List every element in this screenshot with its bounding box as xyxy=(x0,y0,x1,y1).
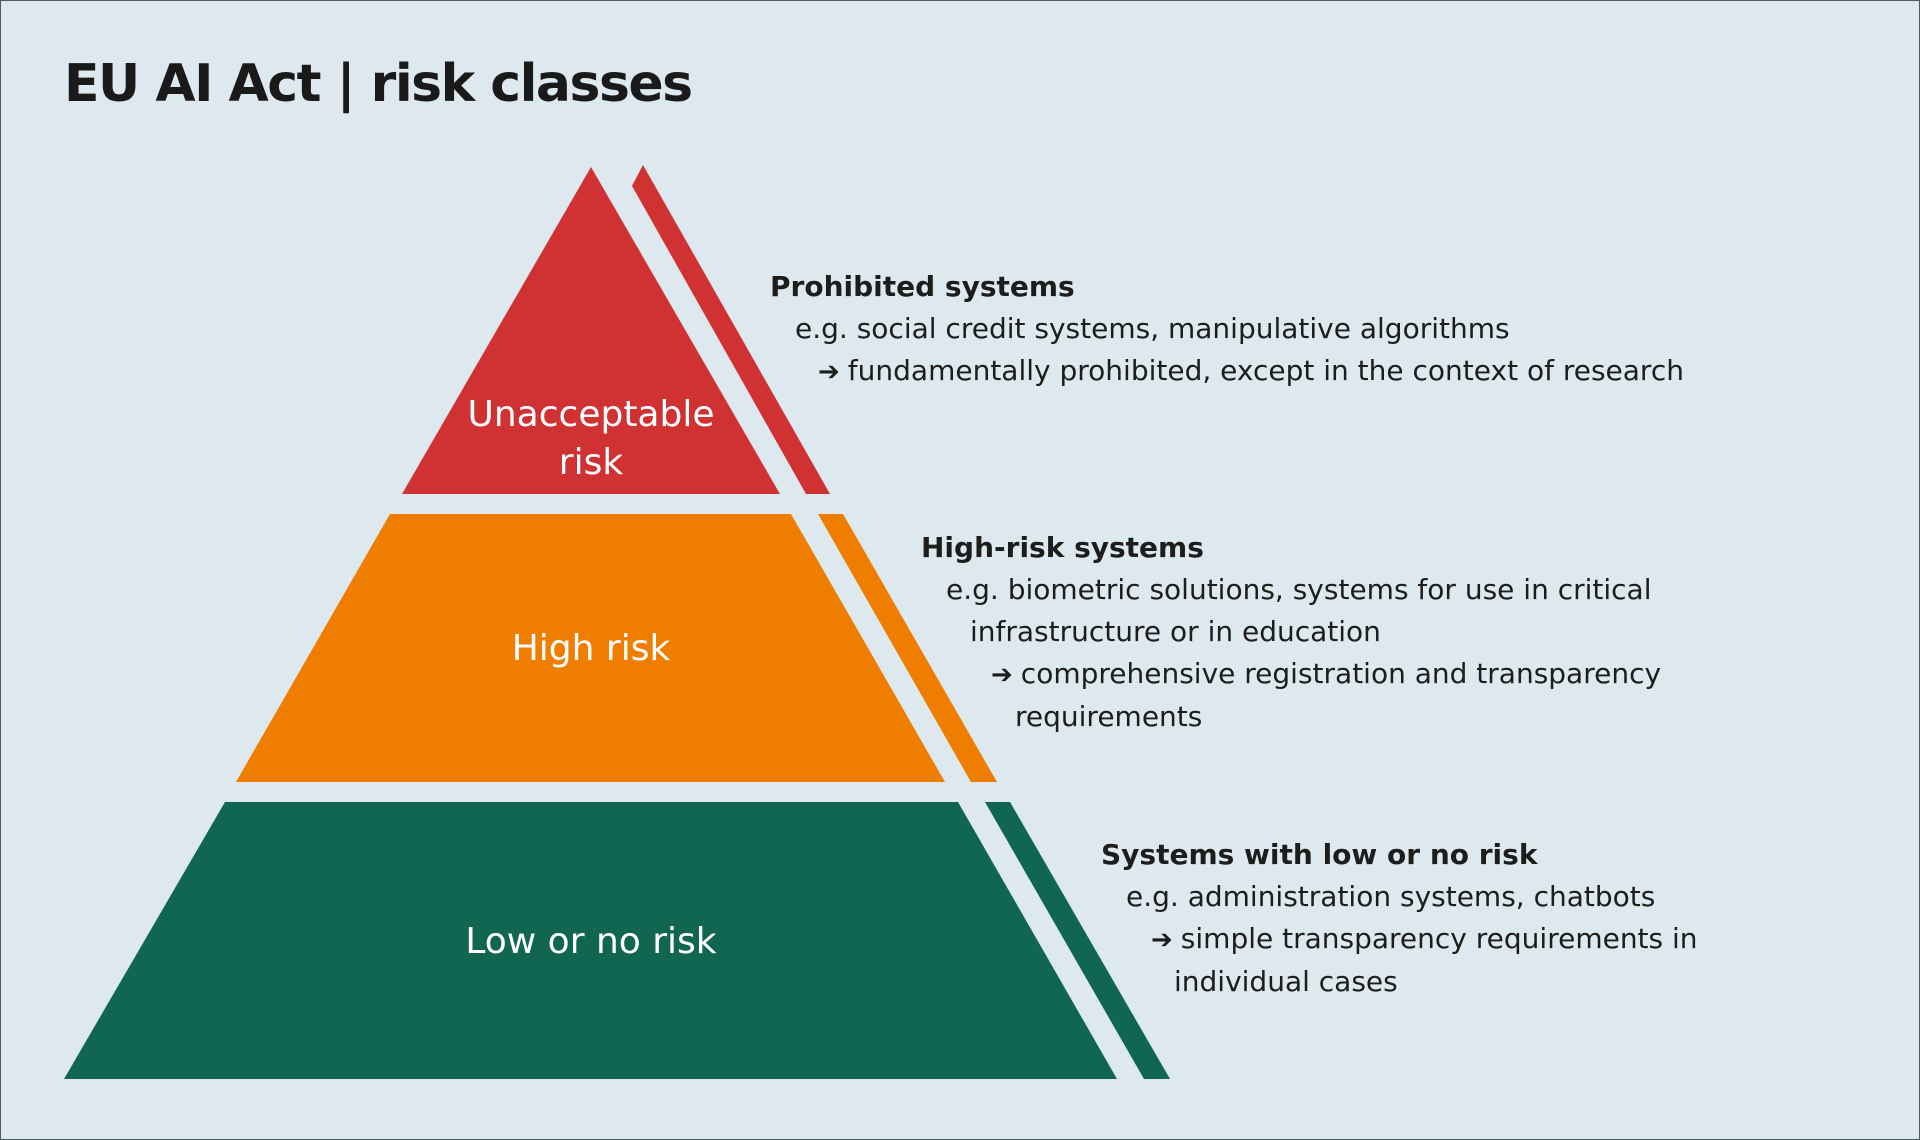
description-prohibited: Prohibited systems e.g. social credit sy… xyxy=(770,266,1684,393)
tier-low-label: Low or no risk xyxy=(465,921,716,962)
description-consequence: ➔fundamentally prohibited, except in the… xyxy=(770,350,1684,393)
tier-low-side-stripe xyxy=(985,802,1170,1079)
right-arrow-icon: ➔ xyxy=(1151,925,1173,955)
tier-high-side-stripe xyxy=(818,514,997,782)
description-heading: Systems with low or no risk xyxy=(1101,838,1538,871)
tier-high-shape xyxy=(236,514,945,782)
tier-unacceptable-label-line-1: Unacceptable xyxy=(468,394,715,435)
right-arrow-icon: ➔ xyxy=(818,357,840,387)
right-arrow-icon: ➔ xyxy=(991,660,1013,690)
description-examples-line-2: infrastructure or in education xyxy=(970,615,1381,648)
consequence-text: comprehensive registration and transpare… xyxy=(1020,657,1662,690)
tier-high-label: High risk xyxy=(512,628,671,669)
page-title: EU AI Act | risk classes xyxy=(64,54,693,114)
description-examples: e.g. social credit systems, manipulative… xyxy=(795,312,1510,345)
description-heading: High-risk systems xyxy=(921,531,1204,564)
tier-unacceptable-side-stripe xyxy=(632,165,830,494)
description-high-risk: High-risk systems e.g. biometric solutio… xyxy=(921,527,1661,738)
description-heading: Prohibited systems xyxy=(770,270,1075,303)
tier-unacceptable-label-line-2: risk xyxy=(559,442,624,483)
description-low-risk: Systems with low or no risk e.g. adminis… xyxy=(1101,834,1698,1003)
description-consequence-line-2: individual cases xyxy=(1174,965,1398,998)
tier-unacceptable-shape xyxy=(402,167,780,494)
consequence-text: fundamentally prohibited, except in the … xyxy=(847,354,1684,387)
description-consequence: ➔comprehensive registration and transpar… xyxy=(921,653,1661,696)
tier-low-shape xyxy=(64,802,1117,1079)
description-examples-line-1: e.g. biometric solutions, systems for us… xyxy=(946,573,1652,606)
description-consequence-line-2: requirements xyxy=(1015,700,1203,733)
consequence-text: simple transparency requirements in xyxy=(1180,922,1698,955)
description-examples: e.g. administration systems, chatbots xyxy=(1126,880,1656,913)
description-consequence: ➔simple transparency requirements in xyxy=(1101,918,1698,961)
